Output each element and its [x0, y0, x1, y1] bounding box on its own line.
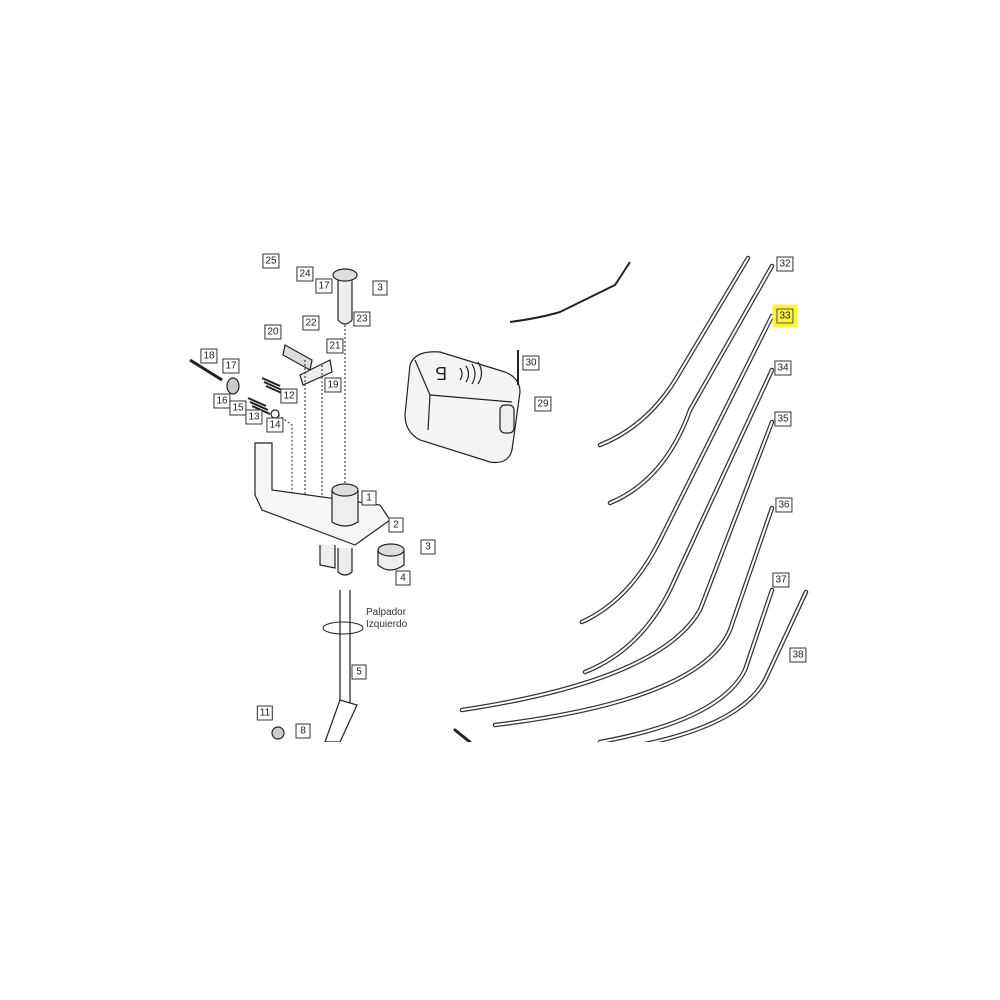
callout-3: 3 [372, 280, 388, 296]
callout-8: 8 [295, 723, 311, 739]
annotation-label: Palpador Izquierdo [366, 607, 407, 631]
callout-11: 11 [256, 705, 274, 721]
callout-16: 16 [213, 393, 231, 409]
callout-12: 12 [280, 388, 298, 404]
callout-35: 35 [774, 411, 792, 427]
callout-32: 32 [776, 256, 794, 272]
callout-34: 34 [774, 360, 792, 376]
rod-34 [582, 367, 775, 675]
callout-18: 18 [200, 348, 218, 364]
callout-3: 3 [420, 539, 436, 555]
callout-20: 20 [264, 324, 282, 340]
svg-text:Б: Б [435, 363, 447, 383]
callout-14: 14 [266, 417, 284, 433]
callout-29: 29 [534, 396, 552, 412]
callout-33: 33 [776, 308, 794, 324]
callout-37: 37 [772, 572, 790, 588]
callout-21: 21 [326, 338, 344, 354]
callout-17: 17 [315, 278, 333, 294]
callout-19: 19 [324, 377, 342, 393]
annotation-line1: Palpador [366, 607, 407, 618]
rod-32 [607, 263, 775, 506]
sensor-assembly [189, 268, 405, 742]
callout-36: 36 [775, 497, 793, 513]
callout-23: 23 [353, 311, 371, 327]
callout-30: 30 [522, 355, 540, 371]
callout-15: 15 [229, 400, 247, 416]
tank-part-29: Б [404, 350, 521, 464]
callout-22: 22 [302, 315, 320, 331]
callout-2: 2 [388, 517, 404, 533]
callout-24: 24 [296, 266, 314, 282]
callout-13: 13 [245, 409, 263, 425]
callout-25: 25 [262, 253, 280, 269]
callout-4: 4 [395, 570, 411, 586]
cable [509, 261, 631, 323]
callout-1: 1 [361, 490, 377, 506]
rods [453, 255, 809, 742]
callout-5: 5 [351, 664, 367, 680]
callout-38: 38 [789, 647, 807, 663]
callout-17: 17 [222, 358, 240, 374]
annotation-line2: Izquierdo [366, 619, 408, 630]
rod-38 [643, 589, 809, 742]
